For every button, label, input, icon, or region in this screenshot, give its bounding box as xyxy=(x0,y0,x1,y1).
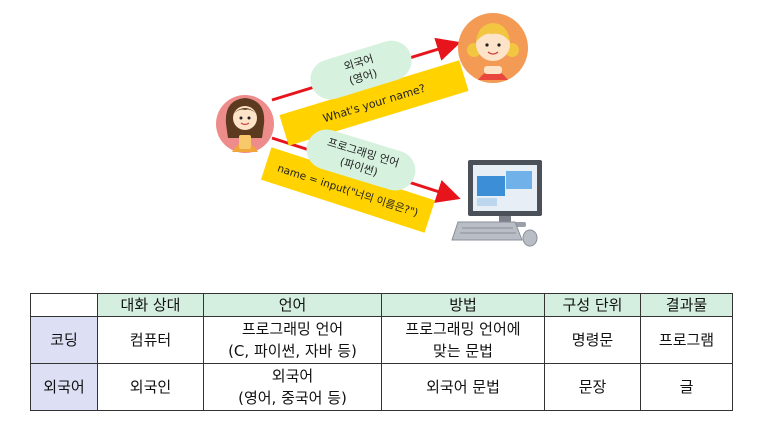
cell-unit: 명령문 xyxy=(544,316,641,364)
computer-icon xyxy=(451,160,542,247)
header-corner xyxy=(30,293,98,317)
cell-method-line: 외국어 문법 xyxy=(426,378,500,396)
header-partner: 대화 상대 xyxy=(97,293,204,317)
conversation-diagram: What's your name? 외국어 (영어) name = input(… xyxy=(216,13,542,247)
table-row: 외국어 외국인 외국어 (영어, 중국어 등) 외국어 문법 문장 글 xyxy=(30,363,733,411)
header-method: 방법 xyxy=(381,293,545,317)
header-language: 언어 xyxy=(203,293,382,317)
cell-method: 프로그래밍 언어에 맞는 문법 xyxy=(381,316,545,364)
cell-language-line: (영어, 중국어 등) xyxy=(238,389,347,407)
table-header-row: 대화 상대 언어 방법 구성 단위 결과물 xyxy=(30,293,733,317)
girl-avatar-icon xyxy=(216,95,274,153)
cell-unit: 문장 xyxy=(544,363,641,411)
child-avatar-icon xyxy=(458,13,528,83)
cell-result: 글 xyxy=(640,363,733,411)
cell-language: 프로그래밍 언어 (C, 파이썬, 자바 등) xyxy=(203,316,382,364)
cell-method: 외국어 문법 xyxy=(381,363,545,411)
cell-method-line: 프로그래밍 언어에 xyxy=(405,320,521,338)
row-label-foreign-language: 외국어 xyxy=(30,363,98,411)
comparison-table: 대화 상대 언어 방법 구성 단위 결과물 코딩 컴퓨터 프로그래밍 언어 (C… xyxy=(30,293,733,411)
cell-partner: 외국인 xyxy=(97,363,204,411)
cell-partner: 컴퓨터 xyxy=(97,316,204,364)
header-result: 결과물 xyxy=(640,293,733,317)
cell-language-line: (C, 파이썬, 자바 등) xyxy=(228,342,357,360)
cell-language-line: 외국어 xyxy=(271,367,314,385)
table-row: 코딩 컴퓨터 프로그래밍 언어 (C, 파이썬, 자바 등) 프로그래밍 언어에… xyxy=(30,316,733,364)
cell-language: 외국어 (영어, 중국어 등) xyxy=(203,363,382,411)
cell-method-line: 맞는 문법 xyxy=(433,342,493,360)
cell-result: 프로그램 xyxy=(640,316,733,364)
row-label-coding: 코딩 xyxy=(30,316,98,364)
cell-language-line: 프로그래밍 언어 xyxy=(241,320,344,338)
speech-bubble-top: 외국어 (영어) xyxy=(310,40,412,100)
header-unit: 구성 단위 xyxy=(544,293,641,317)
